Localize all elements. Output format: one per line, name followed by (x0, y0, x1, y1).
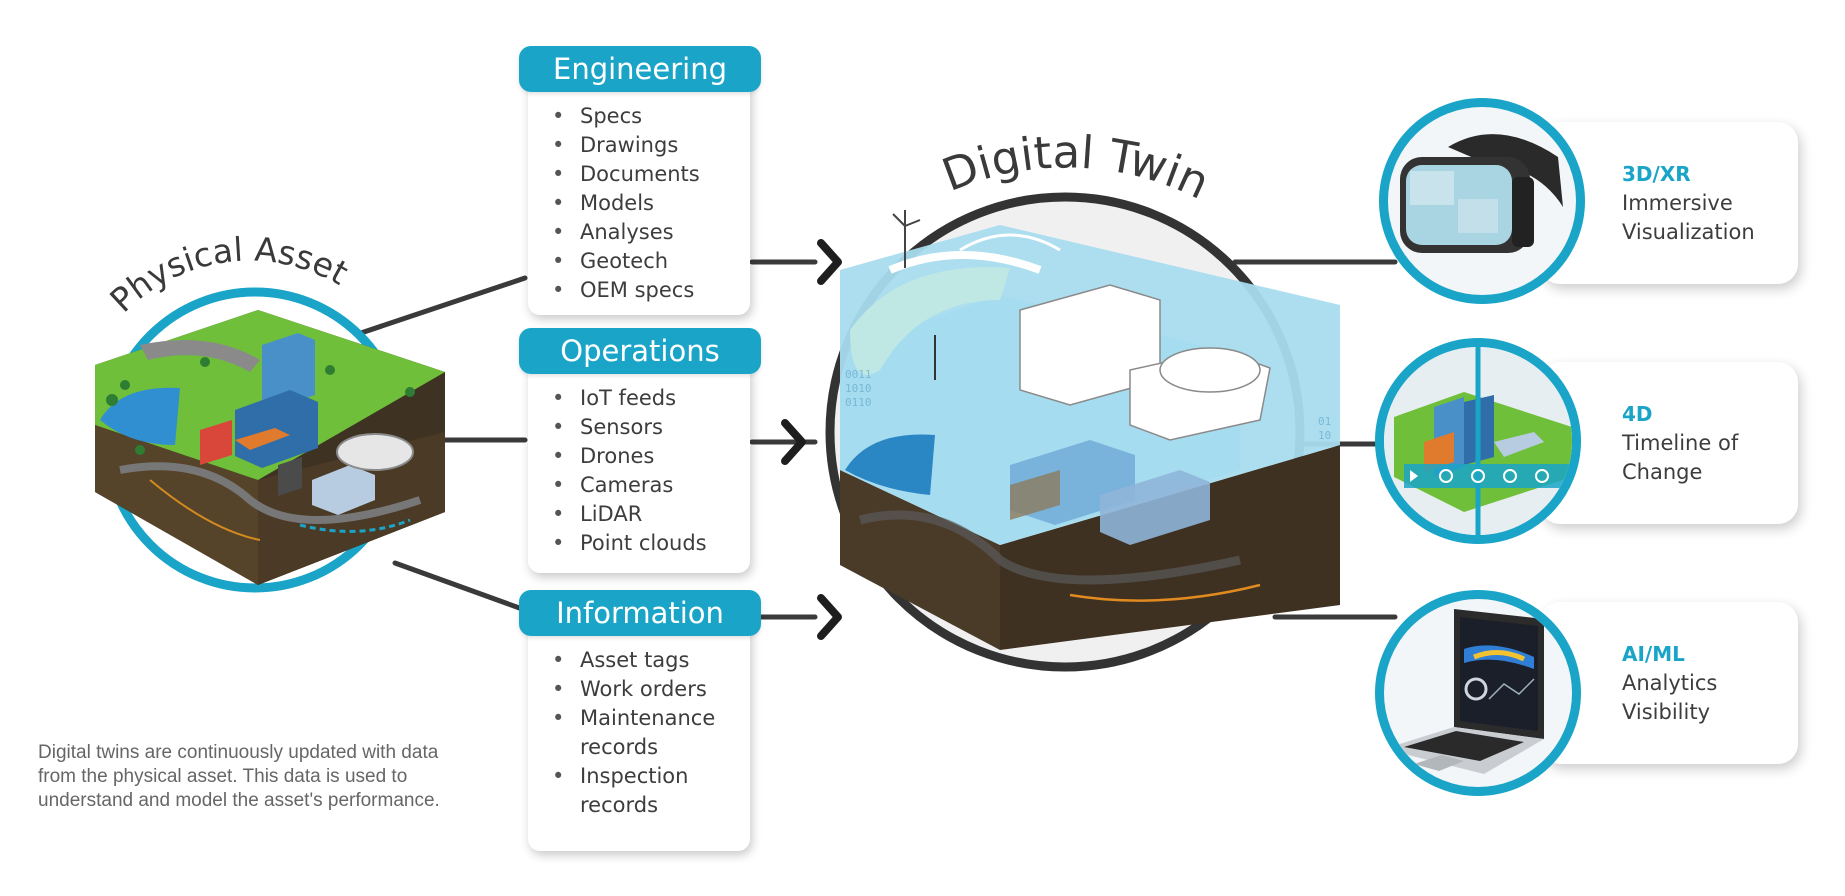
capability-line: Analytics (1622, 671, 1718, 695)
svg-text:10: 10 (1318, 429, 1331, 442)
svg-text:0110: 0110 (845, 396, 872, 409)
list-item: OEM specs (552, 276, 750, 305)
panel-header-engineering: Engineering (519, 46, 761, 92)
panel-operations: IoT feeds Sensors Drones Cameras LiDAR P… (528, 362, 750, 573)
capability-line: Change (1622, 460, 1703, 484)
capability-line: Visualization (1622, 220, 1755, 244)
capability-line: Timeline of (1622, 431, 1739, 455)
list-item: Documents (552, 160, 750, 189)
list-item: Point clouds (552, 529, 750, 558)
capability-title: 4D (1622, 402, 1653, 426)
arrow-icon (817, 594, 842, 640)
list-item: Inspection records (552, 762, 750, 820)
svg-text:1010: 1010 (845, 382, 872, 395)
list-item: LiDAR (552, 500, 750, 529)
svg-text:01: 01 (1318, 415, 1331, 428)
panel-header-information: Information (519, 590, 761, 636)
list-item: Work orders (552, 675, 750, 704)
list-item: IoT feeds (552, 384, 750, 413)
list-item: Drones (552, 442, 750, 471)
capability-title: AI/ML (1622, 642, 1685, 666)
caption-text: Digital twins are continuously updated w… (38, 742, 440, 811)
list-item: Models (552, 189, 750, 218)
panel-header-operations: Operations (519, 328, 761, 374)
panel-engineering: Specs Drawings Documents Models Analyses… (528, 80, 750, 315)
arrow-icon (781, 419, 806, 465)
list-item: Drawings (552, 131, 750, 160)
arrow-icons (781, 239, 842, 640)
panel-list: Asset tags Work orders Maintenance recor… (528, 624, 750, 820)
vr-headset-icon (1379, 98, 1585, 304)
panel-information: Asset tags Work orders Maintenance recor… (528, 624, 750, 851)
capability-line: Immersive (1622, 191, 1733, 215)
list-item: Specs (552, 102, 750, 131)
capability-line: Visibility (1622, 700, 1711, 724)
capability-card-aiml: AI/ML Analytics Visibility (1540, 602, 1798, 764)
list-item: Asset tags (552, 646, 750, 675)
list-item: Geotech (552, 247, 750, 276)
arrow-icon (817, 239, 842, 285)
list-item: Sensors (552, 413, 750, 442)
panel-list: IoT feeds Sensors Drones Cameras LiDAR P… (528, 362, 750, 558)
panel-list: Specs Drawings Documents Models Analyses… (528, 80, 750, 305)
list-item: Analyses (552, 218, 750, 247)
physical-asset-illustration (95, 287, 445, 593)
capability-title: 3D/XR (1622, 162, 1691, 186)
capability-card-4d: 4D Timeline of Change (1540, 362, 1798, 524)
svg-text:0011: 0011 (845, 368, 872, 381)
list-item: Cameras (552, 471, 750, 500)
laptop-analytics-icon (1375, 590, 1581, 796)
timeline-icon (1375, 338, 1581, 544)
list-item: Maintenance records (552, 704, 750, 762)
